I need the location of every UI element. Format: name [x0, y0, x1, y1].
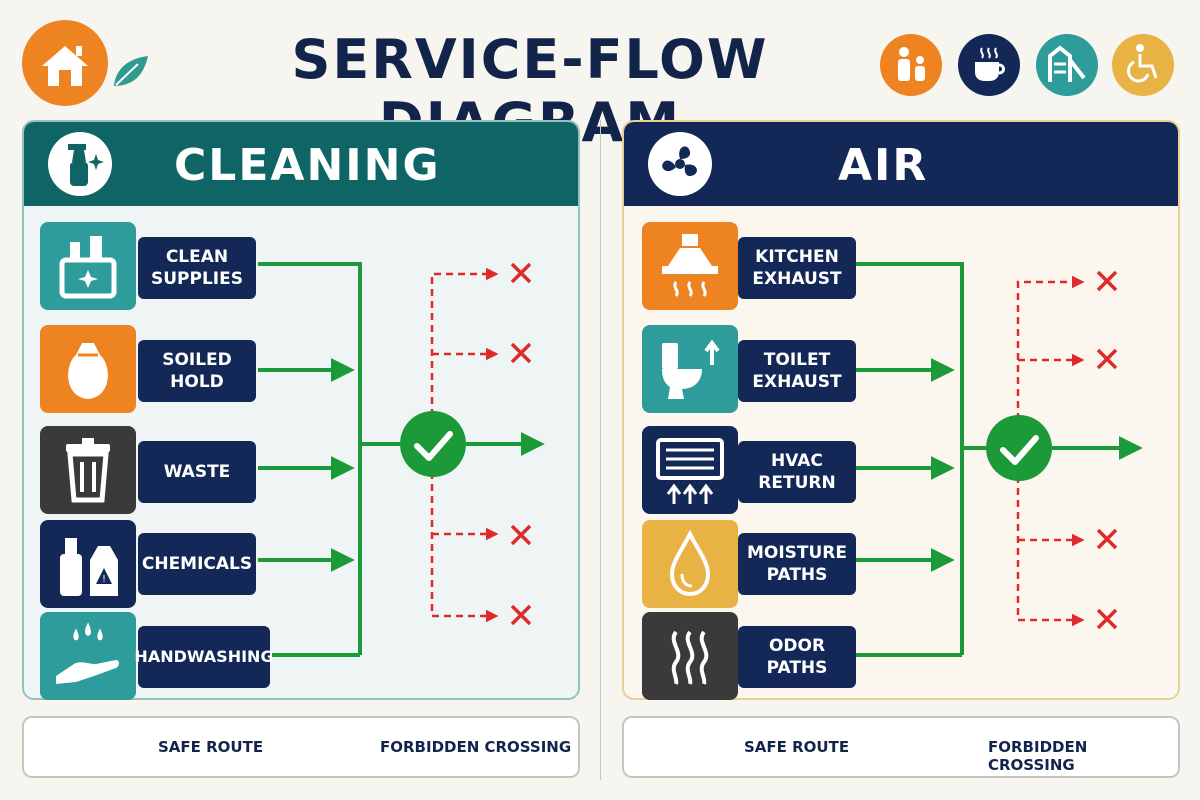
chemical-bottles-icon: ! [40, 520, 136, 608]
row-label-waste: WASTE [138, 441, 256, 503]
row-label-chemicals: CHEMICALS [138, 533, 256, 595]
legend-safe-label: SAFE ROUTE [744, 738, 850, 756]
legend-forbidden-label: FORBIDDEN CROSSING [988, 738, 1088, 774]
handwashing-icon [40, 612, 136, 700]
wheelchair-icon [1112, 34, 1174, 96]
coffee-cup-icon [958, 34, 1020, 96]
playground-icon [1036, 34, 1098, 96]
hvac-vent-icon [642, 426, 738, 514]
spray-bottle-icon [48, 132, 112, 196]
cleaning-legend: SAFE ROUTE FORBIDDEN CROSSING [22, 716, 580, 778]
air-legend: SAFE ROUTE FORBIDDEN CROSSING [622, 716, 1180, 778]
row-label-handwashing: HANDWASHING [134, 626, 274, 688]
range-hood-icon [642, 222, 738, 310]
legend-forbidden-label: FORBIDDEN CROSSING [380, 738, 572, 756]
svg-text:!: ! [102, 574, 106, 585]
odor-waves-icon [642, 612, 738, 700]
page-header: SERVICE-FLOW DIAGRAM [0, 0, 1200, 154]
water-drop-icon [642, 520, 738, 608]
family-icon [880, 34, 942, 96]
toilet-icon [642, 325, 738, 413]
trash-bin-icon [40, 426, 136, 514]
panel-divider [600, 120, 601, 780]
air-panel-header: AIR [624, 122, 1178, 206]
home-icon [22, 20, 108, 106]
supply-basket-icon [40, 222, 136, 310]
legend-safe-label: SAFE ROUTE [158, 738, 264, 756]
air-title: AIR [838, 140, 929, 191]
cleaning-title: CLEANING [174, 140, 441, 191]
soiled-bag-icon [40, 325, 136, 413]
fan-icon [648, 132, 712, 196]
cleaning-panel-header: CLEANING [24, 122, 578, 206]
leaf-icon [110, 52, 150, 92]
